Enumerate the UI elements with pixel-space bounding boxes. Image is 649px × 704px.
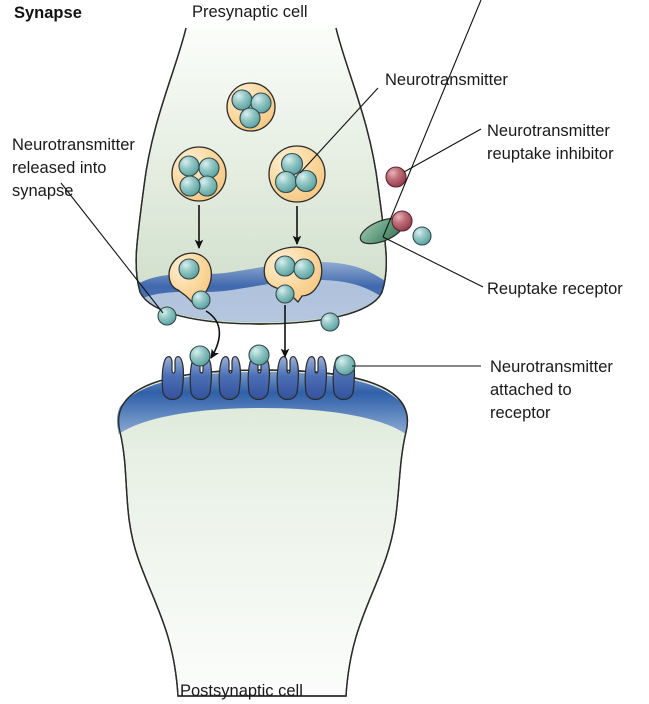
- neurotransmitter: [250, 92, 272, 114]
- presynaptic-cell: [135, 27, 388, 325]
- label-reuptake-inhibitor-line1: Neurotransmitter: [487, 122, 610, 140]
- receptor-6: [304, 356, 327, 401]
- label-released-line2: released into: [12, 159, 106, 177]
- neurotransmitter: [293, 258, 315, 280]
- label-reuptake-inhibitor-line2: reuptake inhibitor: [487, 145, 614, 163]
- neurotransmitter: [178, 258, 200, 280]
- label-released-line3: synapse: [12, 182, 73, 200]
- receptor-3: [218, 356, 241, 401]
- page-title: Synapse: [14, 4, 82, 22]
- leader-released-into-synapse: [60, 182, 164, 314]
- leader-reuptake-receptor: [382, 236, 484, 288]
- postsynaptic-membrane-outline: [117, 369, 409, 697]
- label-postsynaptic-cell: Postsynaptic cell: [180, 682, 303, 700]
- receptor-5: [276, 356, 299, 401]
- reuptake-inhibitor-docked: [391, 210, 413, 232]
- presynaptic-outline-stroke: [135, 27, 388, 325]
- neurotransmitter: [294, 169, 318, 193]
- vesicle-top: [226, 82, 276, 132]
- label-attached-line1: Neurotransmitter: [490, 358, 613, 376]
- neurotransmitter-attached: [189, 345, 211, 367]
- receptor-4: [247, 344, 270, 401]
- neurotransmitter-in-cleft: [275, 284, 295, 304]
- vesicle-right: [268, 145, 326, 203]
- label-presynaptic-cell: Presynaptic cell: [192, 3, 308, 21]
- neurotransmitter-attached: [334, 354, 356, 376]
- label-attached-line2: attached to: [490, 381, 572, 399]
- neurotransmitter: [179, 175, 201, 197]
- vesicle-left: [171, 146, 227, 202]
- neurotransmitter-in-cleft: [191, 290, 211, 310]
- leader-neurotransmitter: [299, 87, 379, 174]
- neurotransmitter: [239, 107, 261, 129]
- neurotransmitter: [198, 157, 220, 179]
- postsynaptic-cell: [117, 369, 409, 697]
- label-released-line1: Neurotransmitter: [12, 136, 135, 154]
- label-neurotransmitter: Neurotransmitter: [385, 71, 508, 89]
- neurotransmitter: [178, 155, 200, 177]
- neurotransmitter: [274, 170, 298, 194]
- receptor-2: [189, 345, 212, 401]
- neurotransmitter: [274, 255, 296, 277]
- label-reuptake-receptor: Reuptake receptor: [487, 280, 623, 298]
- label-attached-line3: receptor: [490, 404, 551, 422]
- neurotransmitter-outside: [412, 226, 432, 246]
- neurotransmitter-attached: [248, 344, 270, 366]
- release-arrow-curved: [205, 310, 221, 359]
- receptor-7: [332, 354, 356, 401]
- neurotransmitter: [231, 89, 253, 111]
- neurotransmitter-in-cleft: [320, 312, 340, 332]
- reuptake-inhibitor-free: [385, 166, 407, 188]
- leader-reuptake-inhibitor: [403, 128, 482, 173]
- receptor-1: [161, 356, 184, 401]
